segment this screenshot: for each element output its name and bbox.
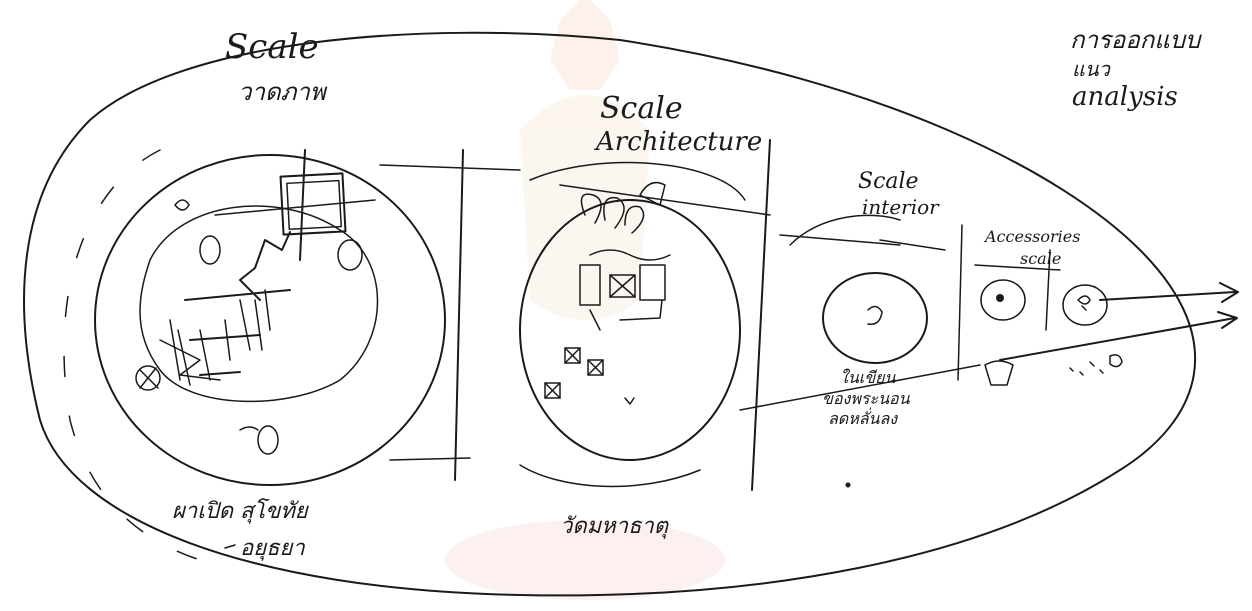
label-analysis-3: analysis — [1072, 82, 1178, 112]
small-cup-sketch — [985, 361, 1013, 385]
painting-sketch-marks — [136, 150, 375, 454]
interior-scale-circle — [823, 273, 927, 363]
label-bottom-left-1: ผาเปิด สุโขทัย — [172, 498, 310, 524]
label-accessories-1: Accessories — [983, 227, 1080, 246]
label-scale-architecture-1: Scale — [600, 91, 683, 126]
accessories-circle-2 — [1063, 285, 1107, 325]
label-bottom-middle: วัดมหาธาตุ — [560, 514, 670, 539]
arrow-lower — [1000, 312, 1237, 360]
accessories-dot-1 — [996, 294, 1004, 302]
label-interior-note-1: ในเขียน — [840, 368, 897, 387]
divider-line-2 — [752, 140, 770, 490]
label-analysis-1: การออกแบบ — [1070, 26, 1202, 54]
accessories-mark-2 — [1078, 296, 1090, 310]
label-scale-painting-1: Scale — [225, 27, 319, 67]
label-scale-architecture-2: Architecture — [594, 127, 762, 157]
painting-scale-inner-blob — [140, 206, 378, 401]
label-scale-interior-2: interior — [862, 195, 940, 219]
interior-dot — [868, 306, 882, 324]
divider-line-1 — [455, 150, 463, 480]
label-scale-painting-2: วาดภาพ — [238, 78, 328, 106]
small-dots-sketch — [1070, 355, 1122, 375]
watermark-seal — [445, 0, 725, 600]
middle-bottom-arc — [520, 465, 700, 486]
label-scale-interior-1: Scale — [858, 169, 919, 194]
small-dot-mark — [846, 483, 851, 488]
divider-line-3 — [958, 225, 962, 380]
label-analysis-2: แนว — [1072, 57, 1112, 81]
label-interior-note-2: ของพระนอน — [822, 389, 911, 408]
label-interior-note-3: ลดหลั่นลง — [828, 407, 898, 428]
painting-scale-circle — [95, 155, 445, 485]
label-accessories-2: scale — [1020, 249, 1061, 268]
bottom-left-underline — [225, 545, 235, 548]
interior-top-arc — [790, 215, 945, 250]
label-bottom-left-2: อยุธยา — [240, 536, 305, 561]
